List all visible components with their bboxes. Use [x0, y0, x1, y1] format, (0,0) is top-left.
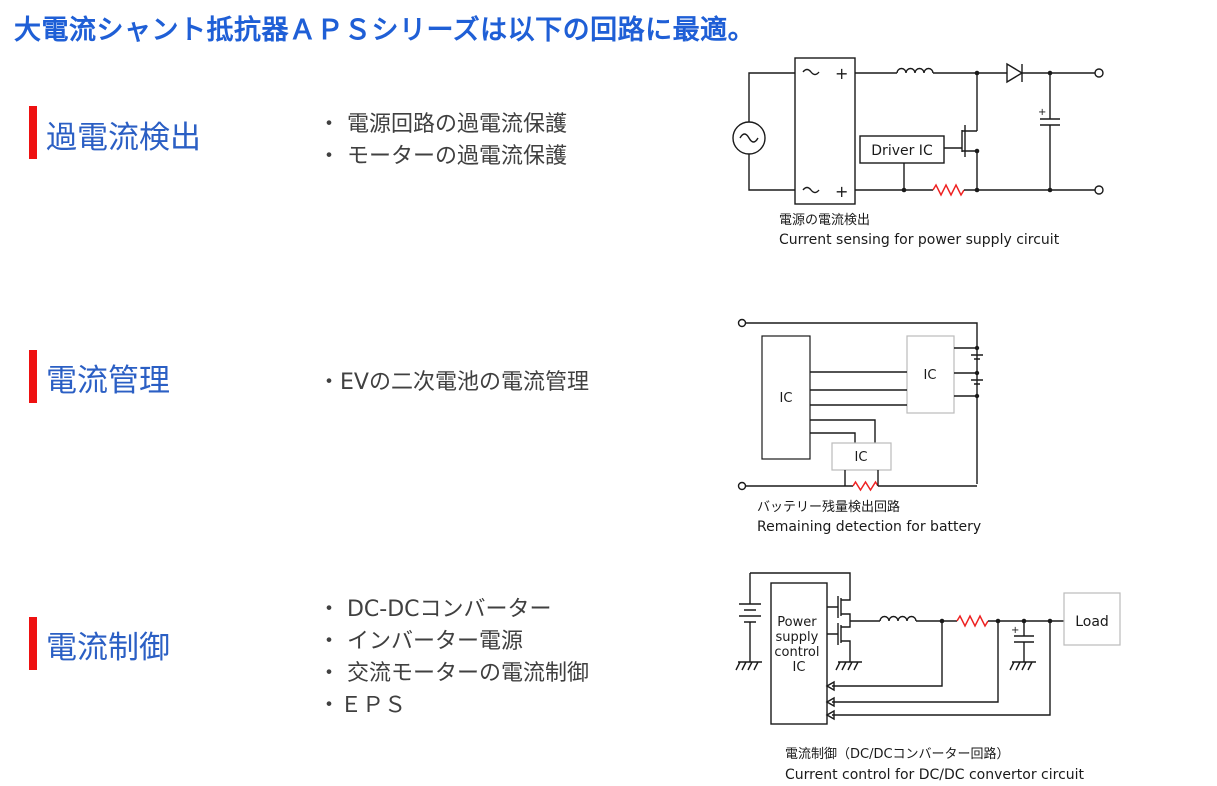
driver-ic-label: Driver IC — [871, 143, 933, 159]
ic-label: IC — [924, 368, 937, 383]
section-marker — [29, 617, 37, 670]
ic-label: supply — [776, 630, 819, 645]
ground-symbol — [1009, 661, 1036, 671]
ground-symbol — [735, 661, 762, 671]
circuit-caption-en: Remaining detection for battery — [757, 519, 981, 535]
ic-label: IC — [793, 660, 806, 675]
list-item: ・ モーターの過電流保護 — [318, 144, 567, 169]
ic-label: Power — [777, 615, 817, 630]
mosfet-symbol — [827, 592, 851, 620]
ic-label: IC — [855, 450, 868, 465]
ic-block — [761, 335, 811, 460]
section-marker — [29, 106, 37, 159]
list-item: ・ＥＰＳ — [318, 693, 407, 718]
mosfet-symbol — [961, 125, 978, 190]
list-item: ・ 電源回路の過電流保護 — [318, 112, 567, 137]
circuit-caption-en: Current control for DC/DC convertor circ… — [785, 767, 1085, 783]
circuit-caption-ja: 電源の電流検出 — [779, 213, 870, 228]
mosfet-symbol — [827, 620, 851, 662]
circuit-diagram-power-supply: + + Driver IC + 電源の電流検出 Current sensing … — [732, 57, 1104, 248]
section-heading-overcurrent: 過電流検出 — [46, 120, 201, 156]
driver-ic-block — [859, 135, 945, 164]
inductor-symbol — [879, 615, 917, 622]
bullet-list-current-management: ・EVの二次電池の電流管理 — [318, 367, 589, 399]
diode-symbol — [1006, 62, 1024, 84]
list-item: ・ DC-DCコンバーター — [318, 597, 552, 622]
load-block — [1063, 592, 1121, 646]
list-item: ・EVの二次電池の電流管理 — [318, 370, 589, 395]
list-item: ・ インバーター電源 — [318, 629, 523, 654]
output-terminal — [1094, 68, 1104, 78]
page-title: 大電流シャント抵抗器ＡＰＳシリーズは以下の回路に最適。 — [14, 15, 756, 46]
rectifier-block — [794, 57, 856, 205]
svg-text:+: + — [1038, 107, 1046, 118]
shunt-resistor-symbol — [932, 183, 965, 197]
power-supply-control-ic-block — [770, 582, 828, 725]
circuit-diagram-battery: IC IC IC バッテリー残量検出回路 Remaining detection… — [737, 318, 983, 535]
circuit-diagram-dcdc: Power supply control IC Load + 電流制御（DC/D… — [735, 572, 1121, 783]
svg-text:+: + — [1011, 625, 1019, 636]
section-heading-current-control: 電流制御 — [46, 630, 170, 666]
bullet-list-current-control: ・ DC-DCコンバーター ・ インバーター電源 ・ 交流モーターの電流制御 ・… — [318, 594, 589, 722]
battery-cell-symbol — [971, 379, 983, 385]
battery-cell-symbol — [739, 603, 761, 623]
bullet-list-overcurrent: ・ 電源回路の過電流保護 ・ モーターの過電流保護 — [318, 109, 567, 173]
circuit-caption-en: Current sensing for power supply circuit — [779, 232, 1060, 248]
svg-text:+: + — [835, 64, 848, 83]
battery-cell-symbol — [971, 354, 983, 360]
svg-text:+: + — [835, 182, 848, 201]
ground-symbol — [835, 661, 862, 671]
ic-label: control — [774, 645, 819, 660]
list-item: ・ 交流モーターの電流制御 — [318, 661, 589, 686]
input-terminal — [737, 481, 747, 491]
section-heading-current-management: 電流管理 — [46, 363, 170, 399]
ic-block — [906, 335, 955, 414]
ic-block — [831, 442, 892, 471]
svg-text:Power supply control: Power supply control IC — [774, 615, 823, 675]
shunt-resistor-symbol — [956, 614, 989, 628]
shunt-resistor-symbol — [852, 480, 879, 492]
load-label: Load — [1075, 614, 1109, 630]
circuit-caption-ja: 電流制御（DC/DCコンバーター回路） — [785, 746, 1010, 762]
input-terminal — [737, 318, 747, 328]
circuit-caption-ja: バッテリー残量検出回路 — [757, 499, 900, 515]
inductor-symbol — [896, 67, 934, 74]
output-terminal — [1094, 185, 1104, 195]
section-marker — [29, 350, 37, 403]
ic-label: IC — [780, 391, 793, 406]
